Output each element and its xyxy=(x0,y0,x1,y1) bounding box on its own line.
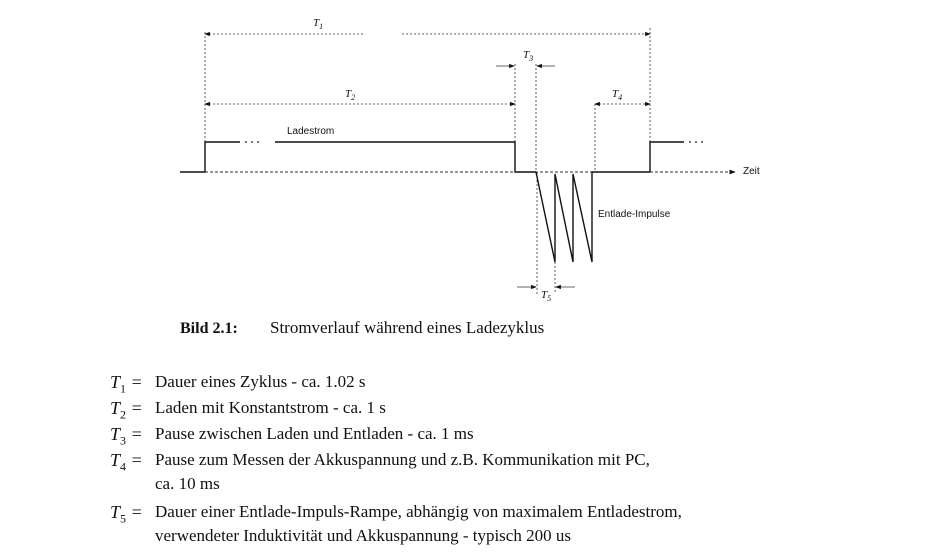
caption-text: Stromverlauf während eines Ladezyklus xyxy=(270,318,545,337)
time-axis-label: Zeit xyxy=(743,166,760,177)
legend-definition-continued: verwendeter Induktivität und Akkuspannun… xyxy=(155,526,571,545)
charge-pulse xyxy=(180,141,240,173)
next-charge-pulse xyxy=(649,141,684,172)
t2-label: T2 xyxy=(345,88,355,102)
current-waveform-diagram: Ladestrom Zeit Entlade-Impulse T1 T2 T3 … xyxy=(180,17,760,303)
charge-current-label: Ladestrom xyxy=(287,126,334,137)
discharge-pulses xyxy=(535,171,650,263)
legend-definition: Dauer einer Entlade-Impuls-Rampe, abhäng… xyxy=(155,502,682,521)
continuation-dot xyxy=(689,141,691,143)
t1-label: T1 xyxy=(313,17,323,31)
caption-label: Bild 2.1: xyxy=(180,320,238,337)
legend-symbol: T2 = xyxy=(110,398,143,422)
figure-caption: Bild 2.1: Stromverlauf während eines Lade… xyxy=(180,318,544,338)
legend-definition: Dauer eines Zyklus - ca. 1.02 s xyxy=(155,372,366,391)
continuation-dot xyxy=(701,141,703,143)
legend-definition: Pause zwischen Laden und Entladen - ca. … xyxy=(155,424,474,443)
continuation-dot xyxy=(695,141,697,143)
legend-symbol: T4 = xyxy=(110,450,143,474)
discharge-pulses-label: Entlade-Impulse xyxy=(598,209,671,220)
continuation-dot xyxy=(245,141,247,143)
continuation-dot xyxy=(257,141,259,143)
t4-label: T4 xyxy=(612,88,622,102)
legend-symbol: T3 = xyxy=(110,424,143,448)
charge-pulse-continued xyxy=(275,141,536,173)
legend-definition: Laden mit Konstantstrom - ca. 1 s xyxy=(155,398,386,417)
continuation-dot xyxy=(251,141,253,143)
legend-definition: Pause zum Messen der Akkuspannung und z.… xyxy=(155,450,650,469)
legend-symbol: T5 = xyxy=(110,502,143,526)
legend-definition-continued: ca. 10 ms xyxy=(155,474,220,493)
t3-label: T3 xyxy=(523,49,533,63)
legend-symbol: T1 = xyxy=(110,372,143,396)
t5-label: T5 xyxy=(541,289,551,303)
